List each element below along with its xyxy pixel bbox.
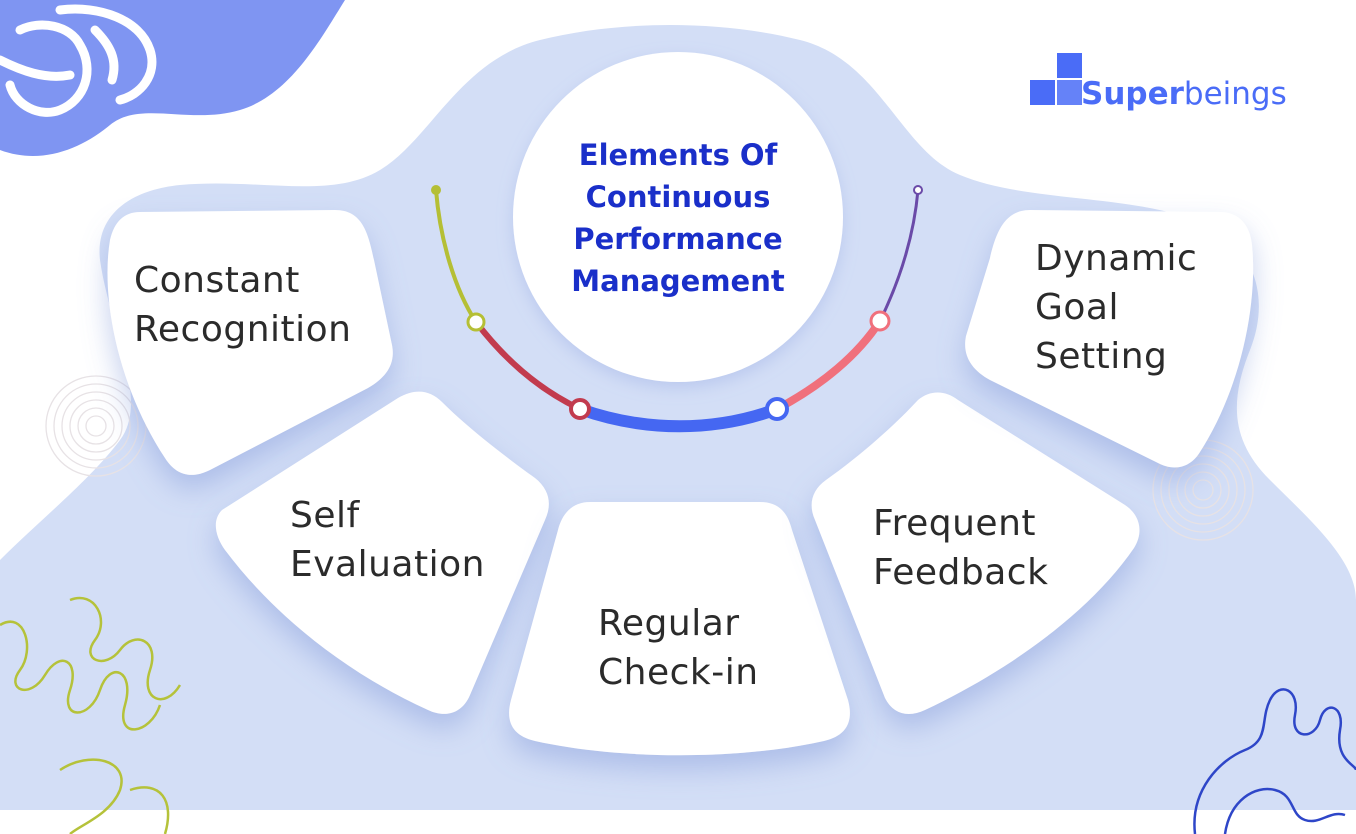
label-frequent-feedback: Frequent Feedback — [873, 503, 1049, 593]
arc-node-3 — [765, 397, 789, 421]
arc-nodes — [431, 185, 923, 421]
leaf-outline-bottom-left — [0, 596, 182, 834]
progress-arc — [434, 189, 920, 433]
card-frequent-feedback — [811, 392, 1140, 714]
arc-segment-5 — [878, 189, 920, 322]
card-constant-recognition — [107, 210, 393, 475]
arc-node-4 — [869, 310, 891, 332]
arc-segment-1 — [434, 189, 478, 324]
arc-node-2 — [569, 398, 591, 420]
card-self-evaluation — [215, 391, 549, 714]
arc-start-dot — [431, 185, 441, 195]
card-dynamic-goal-setting — [965, 210, 1254, 468]
monstera-leaf-decoration — [0, 4, 157, 117]
label-constant-recognition: Constant Recognition — [134, 260, 352, 350]
arc-segment-4 — [775, 318, 884, 413]
center-title: Elements Of Continuous Performance Manag… — [571, 138, 785, 298]
leaf-outline-bottom-right — [1193, 688, 1356, 834]
brand-name-light: beings — [1183, 76, 1287, 112]
brand-logo-text: Superbeings — [1081, 74, 1287, 114]
arc-segment-3 — [578, 403, 780, 433]
label-self-evaluation: Self Evaluation — [290, 495, 485, 585]
accent-blob-top-left — [0, 0, 345, 156]
brand-logo-mark — [1030, 53, 1082, 105]
arc-segment-2 — [473, 320, 582, 412]
card-regular-check-in — [509, 502, 850, 756]
center-circle — [513, 52, 843, 382]
arc-node-1 — [466, 312, 486, 332]
ring-decoration-right — [1152, 439, 1254, 541]
arc-end-dot — [913, 185, 923, 195]
bottom-band — [0, 810, 1356, 834]
brand-name-strong: Super — [1081, 76, 1184, 112]
label-dynamic-goal-setting: Dynamic Goal Setting — [1035, 238, 1198, 377]
label-regular-check-in: Regular Check-in — [598, 603, 759, 693]
ring-decoration-left — [45, 375, 147, 477]
